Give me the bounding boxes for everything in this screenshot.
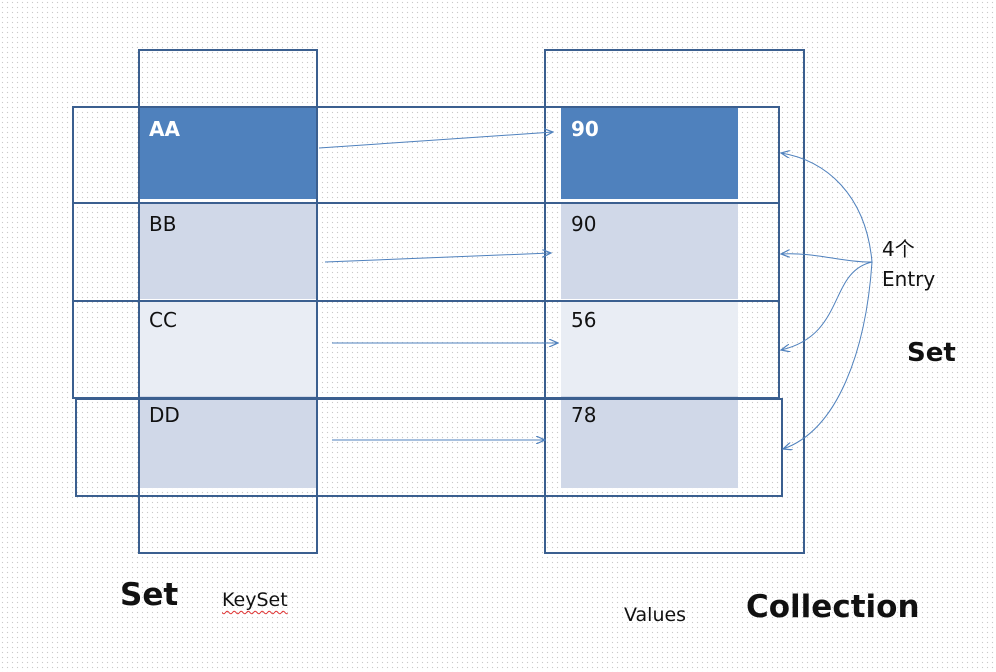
value-label-4: 78 bbox=[571, 403, 597, 427]
entry-arrow-2 bbox=[781, 254, 873, 263]
key-cell-dd-fill bbox=[139, 396, 317, 488]
value-label-3: 56 bbox=[571, 308, 597, 332]
value-cell-2-fill bbox=[561, 203, 738, 299]
keyset-type-label: Set bbox=[120, 577, 179, 613]
value-label-1: 90 bbox=[571, 117, 599, 141]
entry-count-label: 4个 bbox=[882, 237, 915, 261]
key-cell-cc-fill bbox=[139, 300, 317, 396]
key-label-aa: AA bbox=[149, 117, 180, 141]
entry-arrow-3 bbox=[781, 261, 873, 350]
keyset-name-label: KeySet bbox=[222, 589, 288, 611]
key-label-bb: BB bbox=[149, 212, 177, 236]
key-cell-bb-fill bbox=[139, 203, 317, 299]
value-cell-4-fill bbox=[561, 396, 738, 488]
values-type-label: Collection bbox=[746, 589, 920, 625]
value-cell-1-fill bbox=[561, 107, 738, 199]
key-label-dd: DD bbox=[149, 403, 180, 427]
arrow-key-value-1 bbox=[318, 132, 553, 149]
entry-arrow-4 bbox=[783, 261, 873, 449]
arrow-key-value-2 bbox=[324, 253, 551, 263]
values-name-label: Values bbox=[624, 604, 687, 626]
key-label-cc: CC bbox=[149, 308, 177, 332]
entry-annotation: 4个 Entry bbox=[882, 234, 935, 294]
value-label-2: 90 bbox=[571, 212, 597, 236]
entry-word-label: Entry bbox=[882, 267, 936, 291]
entry-arrow-1 bbox=[781, 153, 873, 263]
key-cell-aa-fill bbox=[139, 107, 317, 199]
entry-set-type-label: Set bbox=[907, 338, 956, 368]
value-cell-3-fill bbox=[561, 300, 738, 396]
